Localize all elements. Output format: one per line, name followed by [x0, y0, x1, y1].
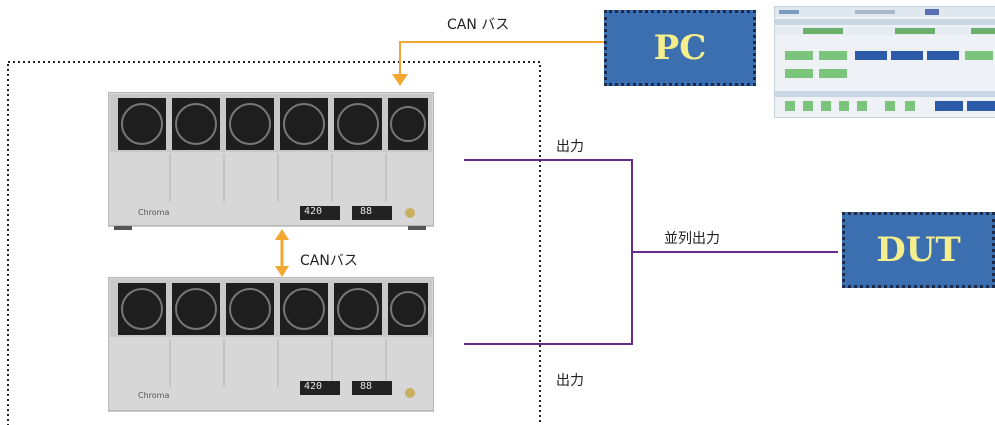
load-unit-bottom: Chroma 420 88 [108, 277, 434, 415]
system-enclosure [7, 61, 541, 425]
software-screenshot [774, 6, 995, 118]
fan-row [118, 98, 428, 150]
unit-brand: Chroma [138, 391, 170, 400]
can-bus-label-mid: CANバス [300, 253, 358, 269]
load-unit-graphic [108, 277, 434, 412]
dut-box: DUT [842, 212, 995, 288]
parallel-output-label: 並列出力 [664, 231, 720, 247]
can-bus-arrow-up [275, 229, 289, 240]
load-unit-top: Chroma 420 88 [108, 92, 434, 230]
unit-brand: Chroma [138, 208, 170, 217]
load-unit-graphic [108, 92, 434, 230]
can-bus-arrow-down [275, 266, 289, 277]
pc-label: PC [653, 28, 707, 68]
unit-display-1: 420 [304, 381, 323, 392]
output-label-top: 出力 [556, 139, 584, 155]
fan-row [118, 283, 428, 335]
output-line-top [464, 159, 633, 345]
can-bus-line [399, 41, 605, 76]
unit-display-1: 420 [304, 206, 323, 217]
output-label-bottom: 出力 [556, 373, 584, 389]
unit-display-2: 88 [360, 206, 373, 217]
can-bus-arrowhead [392, 74, 408, 86]
unit-display-2: 88 [360, 381, 373, 392]
software-ui-graphic [775, 7, 995, 111]
can-bus-label-top: CAN バス [447, 17, 510, 33]
pc-box: PC [604, 10, 756, 86]
dut-label: DUT [876, 230, 961, 270]
